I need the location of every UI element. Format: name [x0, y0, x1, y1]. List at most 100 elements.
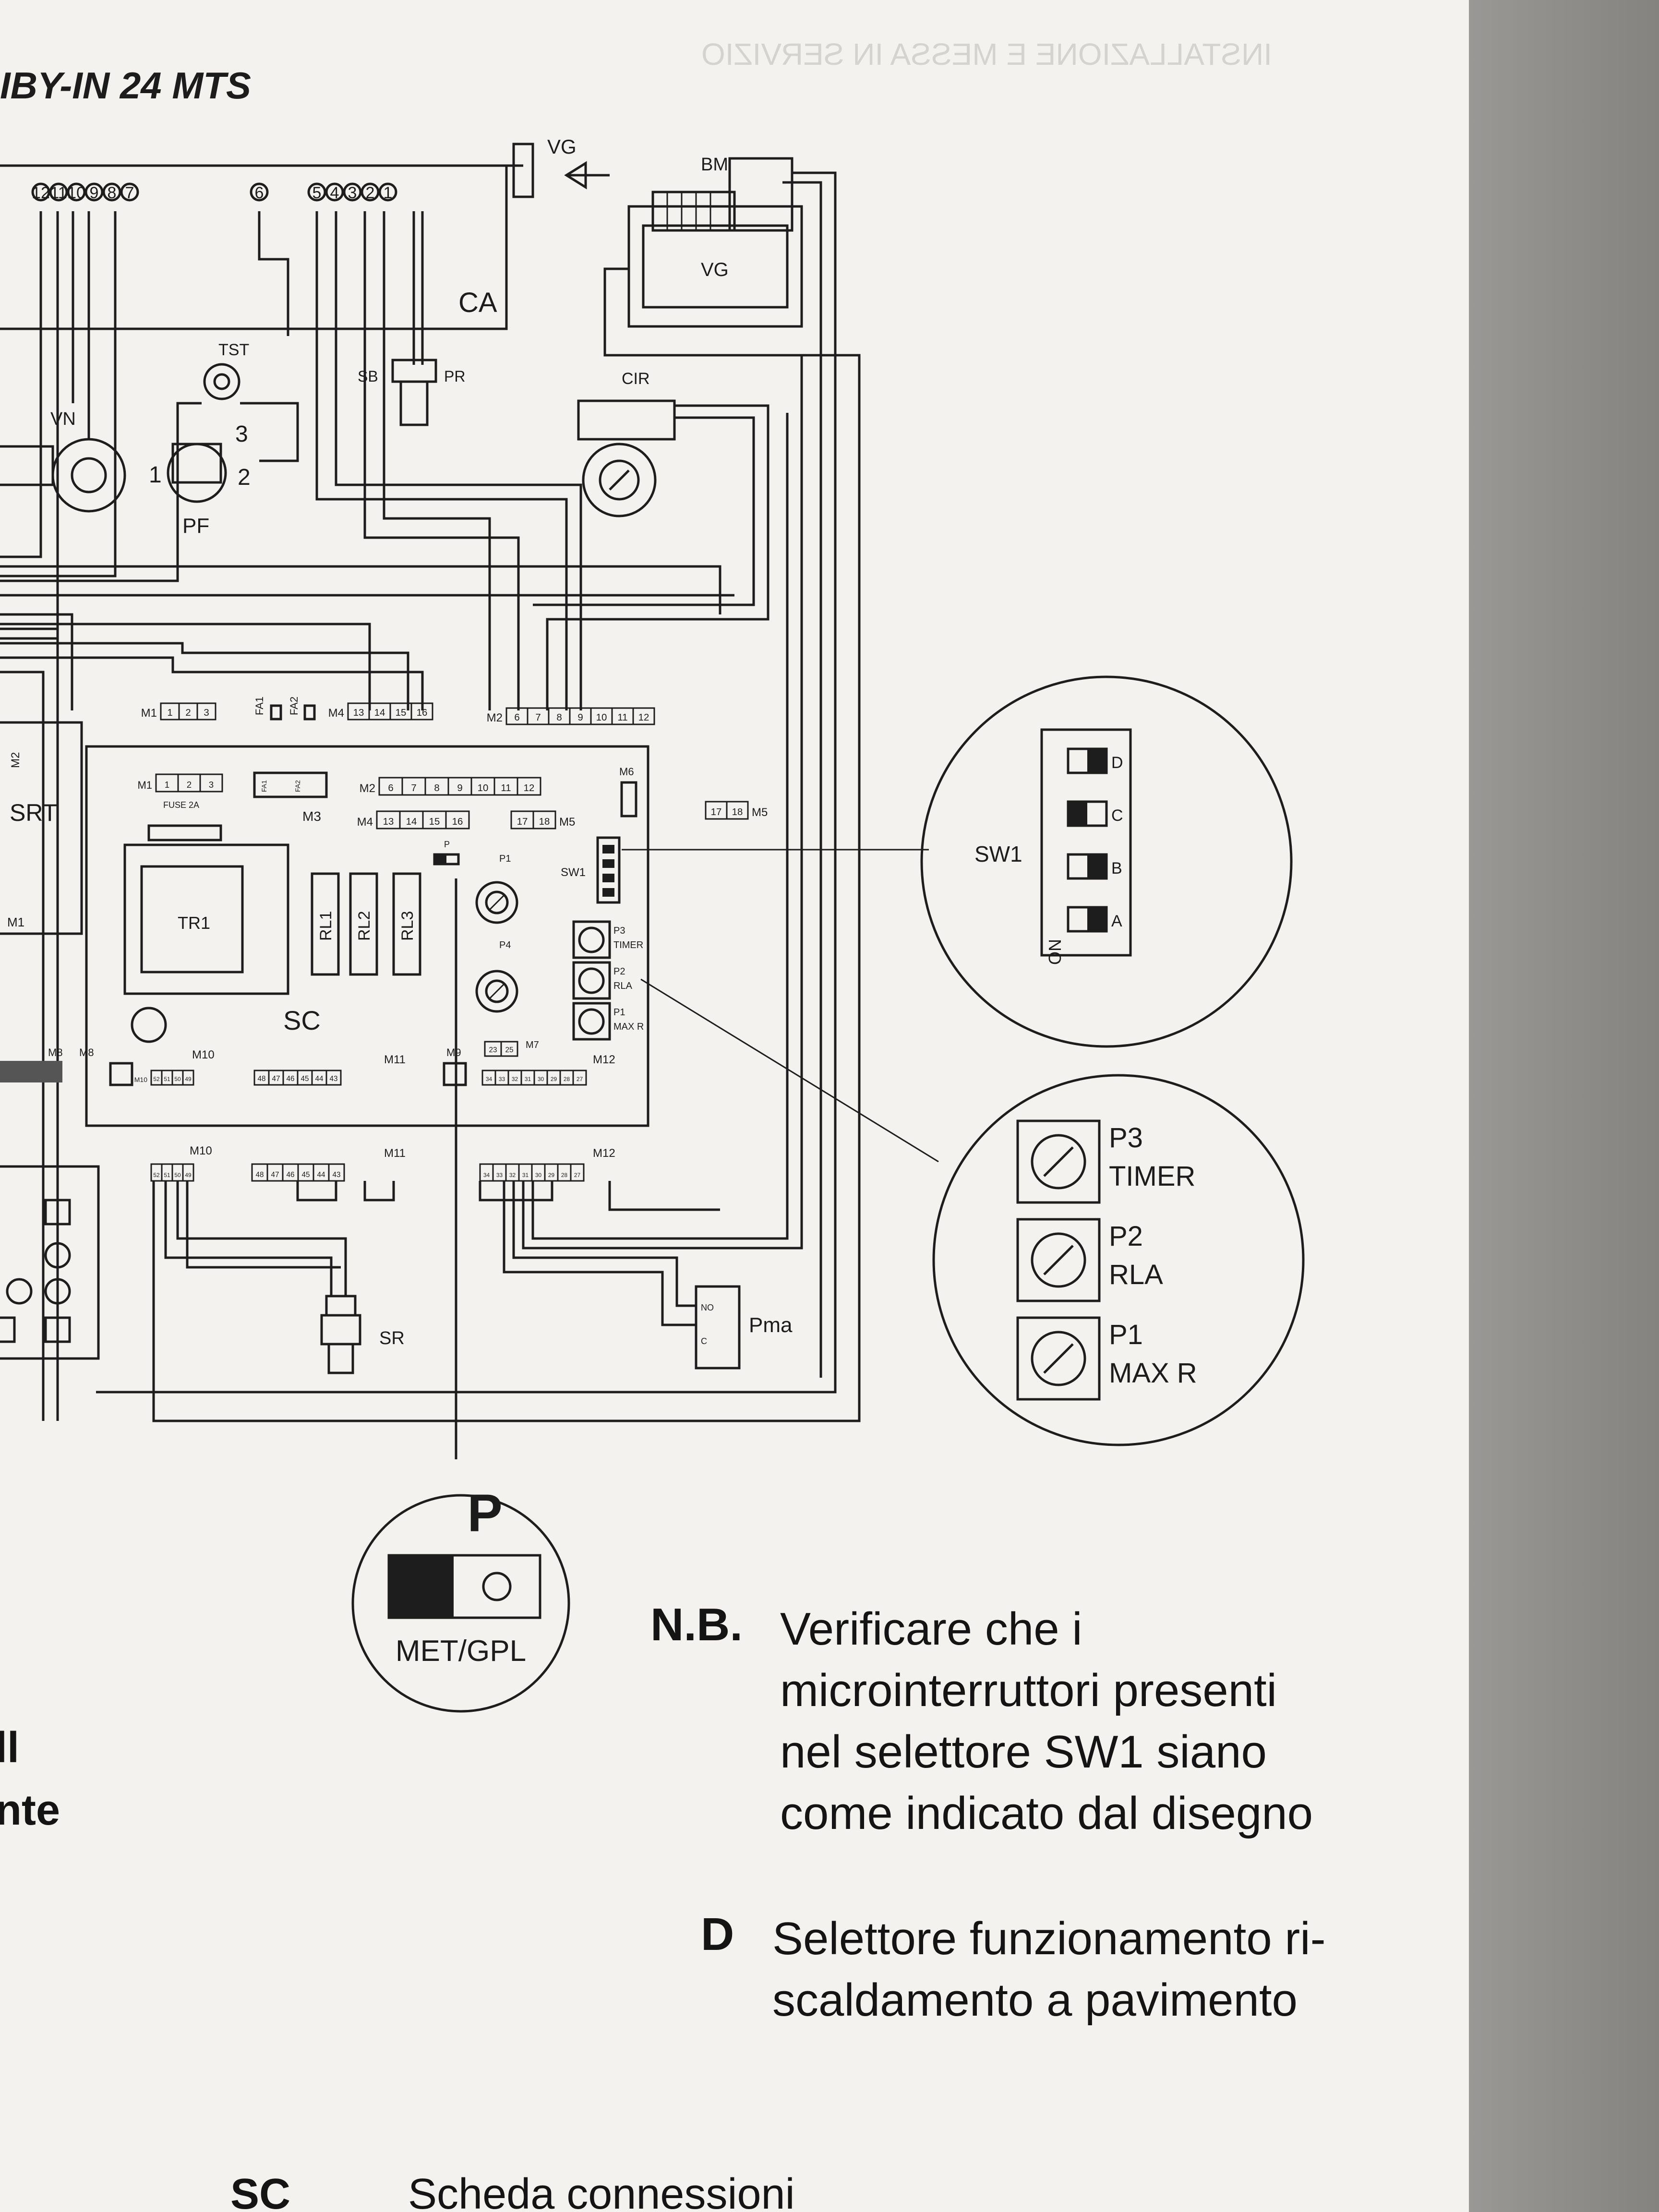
connector-label: M5: [559, 816, 575, 829]
pot-zoom-label: P2: [1109, 1221, 1143, 1252]
ca-terminal-label: 11: [50, 184, 67, 202]
connector-label: M4: [357, 816, 373, 829]
connector-pin-label: 28: [561, 1172, 568, 1178]
footer-sc-text: Scheda connessioni: [408, 2170, 795, 2212]
connector-pin-label: 10: [478, 783, 489, 793]
sc-board: [85, 745, 649, 1127]
connector-pin: [199, 773, 223, 793]
p-zoom-caption: MET/GPL: [396, 1635, 526, 1668]
connector-pin-label: 23: [489, 1046, 497, 1054]
ca-terminal-8: [102, 182, 121, 202]
sw1-switch-letter: C: [1111, 806, 1123, 825]
wiring-diagram: INSTALLAZIONE E MESSA IN SERVIZIO IBY-IN…: [0, 37, 1305, 1713]
ca-terminal-6: [250, 182, 269, 202]
m8-connector: [109, 1062, 133, 1086]
fa2-label: FA2: [288, 697, 300, 715]
pot-zoom-body: [1016, 1218, 1101, 1302]
sw1-switch-knob: [1087, 907, 1106, 931]
p-zoom-title: P: [467, 1484, 502, 1543]
p1b-board-sub: MAX R: [613, 1022, 644, 1032]
pma-label: Pma: [749, 1313, 793, 1337]
connector-pin: [410, 702, 433, 721]
connector-pin-label: 2: [185, 708, 191, 718]
nb-note: N.B. Verificare che i microinterruttori …: [650, 1599, 1332, 1844]
ca-terminal-label: 10: [67, 184, 85, 202]
sw1-switch-letter: D: [1111, 754, 1123, 772]
ca-terminal-10: [67, 182, 86, 202]
connector-pin-label: 46: [286, 1171, 294, 1179]
nb-line-3: nel selettore SW1 siano: [780, 1726, 1267, 1778]
sw1-on-label: ON: [1045, 939, 1065, 965]
ca-terminal-label: 6: [255, 184, 264, 202]
connector-pin-label: 27: [577, 1076, 583, 1082]
connector-pin-label: 34: [486, 1076, 493, 1082]
m6-connector: [620, 781, 637, 817]
connector-pin-label: 13: [383, 817, 394, 827]
connector-pin: [500, 1041, 518, 1057]
p3-board-sub: TIMER: [613, 940, 643, 950]
sw1-switch-letter: A: [1111, 912, 1122, 930]
connector-label: M2: [487, 711, 503, 724]
connector-label: M5: [752, 806, 768, 819]
connector-pin-label: 9: [457, 783, 462, 793]
rl1-label: RL1: [317, 911, 335, 941]
fan-vn: VN: [0, 409, 126, 513]
vg-label-top: VG: [547, 135, 577, 158]
pot-zoom-label: P1: [1109, 1319, 1143, 1350]
connector-label: M1: [141, 707, 157, 720]
connector-pin-label: 33: [499, 1076, 505, 1082]
connector-pin-label: 52: [153, 1172, 160, 1178]
sw1-board: SW1: [561, 836, 621, 904]
connector-label: M10: [134, 1076, 147, 1083]
pf-pin-3: 3: [235, 421, 248, 447]
connector-pin: [726, 801, 749, 820]
left-fragment-1: ll: [0, 1724, 20, 1772]
fa1-label: FA1: [253, 697, 265, 715]
connector-label: M11: [384, 1147, 406, 1160]
connector-pin-label: 3: [209, 780, 214, 790]
connector-pin-label: 46: [286, 1075, 294, 1083]
sb-label: SB: [358, 368, 378, 385]
pressure-switch-pf: 3 1 2 PF: [149, 421, 251, 538]
ca-terminal-6: 6: [250, 182, 269, 202]
connector-pin-label: 30: [535, 1172, 542, 1178]
m8-label: M8: [79, 1046, 94, 1058]
fuse-2a: FUSE 2A: [147, 800, 222, 842]
connector-pin-label: 12: [638, 712, 649, 723]
vn-label: VN: [50, 409, 76, 429]
connector-label: M10: [190, 1144, 212, 1157]
sb-pr-probe: SB PR: [358, 359, 465, 426]
p-jumper-board: P: [433, 840, 460, 866]
connector-pin-label: 28: [564, 1076, 570, 1082]
pf-pin-2: 2: [238, 465, 251, 490]
vg-label: VG: [701, 259, 729, 280]
ca-terminal-4: [325, 182, 344, 202]
pr-label: PR: [444, 368, 465, 385]
ca-terminal-9: [84, 182, 104, 202]
connector-pin-label: 51: [164, 1172, 170, 1178]
ca-terminal-label: 1: [384, 184, 393, 202]
pot-zoom-body: [1016, 1316, 1101, 1401]
connector-pin-label: 29: [548, 1172, 555, 1178]
connector-pin-label: 12: [524, 783, 535, 793]
connector-pin: [182, 1070, 194, 1086]
table-surface: [1450, 0, 1659, 2212]
connector-pin-label: 8: [556, 712, 562, 723]
pot-zoom-slot: [1043, 1245, 1074, 1275]
p1b-board-label: P1: [613, 1007, 625, 1018]
connector-pin: [632, 707, 655, 725]
nb-line-1: Verificare che i: [780, 1603, 1082, 1655]
connector-pin-label: 34: [483, 1172, 490, 1178]
connector-pin-label: 9: [577, 712, 583, 723]
connector-pin-label: 17: [517, 817, 528, 827]
rl3-label: RL3: [398, 911, 417, 941]
